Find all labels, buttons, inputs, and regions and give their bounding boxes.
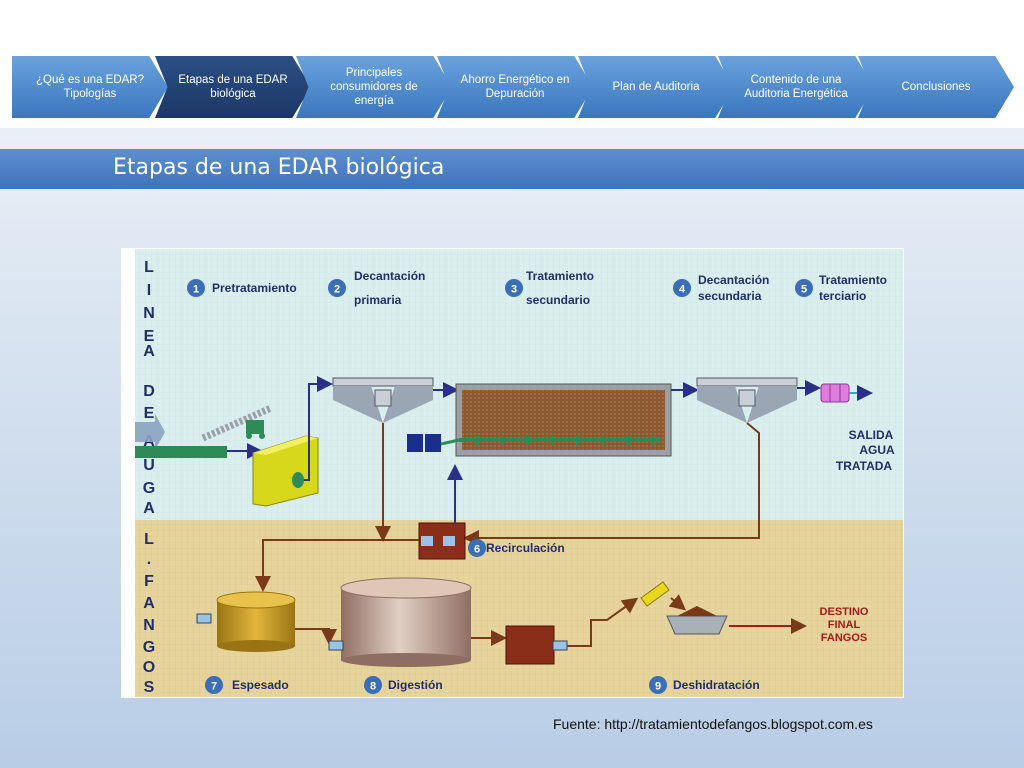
centrifuge-icon bbox=[640, 581, 670, 607]
primary-clarifier bbox=[332, 377, 459, 542]
svg-text:DESTINO: DESTINO bbox=[820, 606, 869, 618]
svg-text:7: 7 bbox=[211, 681, 217, 693]
svg-text:Recirculación: Recirculación bbox=[486, 541, 565, 555]
svg-text:TRATADA: TRATADA bbox=[836, 459, 893, 473]
svg-text:Decantación: Decantación bbox=[698, 273, 769, 287]
secondary-clarifier bbox=[463, 377, 821, 546]
svg-text:Pretratamiento: Pretratamiento bbox=[212, 281, 297, 295]
source-caption: Fuente: http://tratamientodefangos.blogs… bbox=[553, 716, 873, 732]
svg-text:2: 2 bbox=[334, 284, 340, 296]
sludge-line-vertical-label: L . F A N G O S bbox=[143, 531, 155, 696]
pump-icon bbox=[328, 640, 344, 651]
water-line-letter: A bbox=[143, 500, 155, 517]
blower-icon bbox=[425, 434, 441, 452]
sludge-line-letter: F bbox=[144, 573, 154, 590]
water-line-letter: D bbox=[143, 383, 155, 400]
pump-icon bbox=[421, 536, 433, 546]
svg-text:FANGOS: FANGOS bbox=[821, 632, 867, 644]
stage-2-label: 2 Decantación primaria bbox=[328, 269, 425, 307]
svg-text:AGUA: AGUA bbox=[859, 443, 895, 457]
sludge-line-letter: G bbox=[143, 639, 155, 656]
stage-1-label: 1 Pretratamiento bbox=[187, 279, 297, 297]
water-line-letter: L bbox=[144, 259, 154, 276]
thickener-tank: 7 Espesado bbox=[196, 591, 337, 694]
svg-text:Decantación: Decantación bbox=[354, 269, 425, 283]
water-line-letter: E bbox=[144, 405, 155, 422]
stage-5-label: 5 Tratamiento terciario bbox=[795, 273, 887, 303]
top-nav: ¿Qué es una EDAR? Tipologías Etapas de u… bbox=[0, 0, 1024, 128]
sludge-line-letter: N bbox=[143, 617, 155, 634]
svg-text:Deshidratación: Deshidratación bbox=[673, 678, 760, 692]
stage-4-label: 4 Decantación secundaria bbox=[673, 273, 769, 303]
water-line-letter: E bbox=[144, 328, 155, 345]
sludge-line-letter: L bbox=[144, 531, 154, 548]
page-title: Etapas de una EDAR biológica bbox=[113, 155, 445, 180]
pump-icon bbox=[196, 613, 212, 624]
outlet-water-label: SALIDA AGUA TRATADA bbox=[836, 428, 895, 473]
water-line-letter: N bbox=[143, 305, 155, 322]
water-line-letter: G bbox=[143, 480, 155, 497]
inlet-arrow-icon bbox=[135, 414, 165, 450]
water-line-letter: A bbox=[143, 343, 155, 360]
svg-text:1: 1 bbox=[193, 284, 199, 296]
recirculation-unit: 6 Recirculación bbox=[255, 464, 565, 592]
nav-step-conclusiones[interactable]: Conclusiones bbox=[858, 56, 1014, 118]
svg-text:5: 5 bbox=[801, 284, 807, 296]
aeration-basin bbox=[407, 382, 699, 457]
svg-text:terciario: terciario bbox=[819, 289, 866, 303]
svg-text:Tratamiento: Tratamiento bbox=[819, 273, 887, 287]
svg-text:9: 9 bbox=[655, 681, 661, 693]
water-line-letter: U bbox=[143, 457, 155, 474]
nav-step-consumidores[interactable]: Principales consumidores de energía bbox=[296, 56, 452, 118]
sludge-line-letter: A bbox=[143, 595, 155, 612]
pump-icon bbox=[443, 536, 455, 546]
sludge-line-letter: S bbox=[144, 679, 155, 696]
svg-text:4: 4 bbox=[679, 284, 686, 296]
svg-text:primaria: primaria bbox=[354, 293, 402, 307]
svg-text:secundario: secundario bbox=[526, 293, 590, 307]
svg-text:secundaria: secundaria bbox=[698, 289, 762, 303]
svg-text:8: 8 bbox=[370, 681, 376, 693]
nav-step-que-es-edar[interactable]: ¿Qué es una EDAR? Tipologías bbox=[12, 56, 168, 118]
nav-step-ahorro[interactable]: Ahorro Energético en Depuración bbox=[437, 56, 593, 118]
pump-icon bbox=[552, 640, 568, 651]
stage-3-label: 3 Tratamiento secundario bbox=[505, 269, 594, 307]
tertiary-unit bbox=[820, 383, 873, 403]
outlet-sludge-label: DESTINO FINAL FANGOS bbox=[820, 606, 869, 644]
svg-text:6: 6 bbox=[474, 544, 480, 556]
svg-text:SALIDA: SALIDA bbox=[849, 428, 894, 442]
svg-text:Tratamiento: Tratamiento bbox=[526, 269, 594, 283]
nav-step-contenido-auditoria[interactable]: Contenido de una Auditoria Energética bbox=[718, 56, 874, 118]
blower-icon bbox=[407, 434, 423, 452]
sludge-line-letter: O bbox=[143, 659, 155, 676]
svg-text:Digestión: Digestión bbox=[388, 678, 443, 692]
pretreatment-equipment bbox=[135, 376, 333, 507]
svg-text:3: 3 bbox=[511, 284, 517, 296]
dewatering-unit: 9 Deshidratación bbox=[505, 581, 807, 694]
svg-text:FINAL: FINAL bbox=[828, 619, 861, 631]
sludge-line-letter: . bbox=[147, 551, 151, 568]
sludge-bin-icon bbox=[666, 615, 728, 635]
nav-step-plan-auditoria[interactable]: Plan de Auditoria bbox=[578, 56, 734, 118]
nav-step-etapas-edar[interactable]: Etapas de una EDAR biológica bbox=[155, 56, 311, 118]
svg-text:Espesado: Espesado bbox=[232, 678, 289, 692]
water-line-letter: I bbox=[147, 282, 151, 299]
title-band: Etapas de una EDAR biológica bbox=[0, 149, 1024, 189]
edar-process-diagram: L I N E A D E A U G A L . F A N G O S 1 … bbox=[121, 248, 904, 698]
digester-tank: 8 Digestión bbox=[328, 577, 507, 694]
